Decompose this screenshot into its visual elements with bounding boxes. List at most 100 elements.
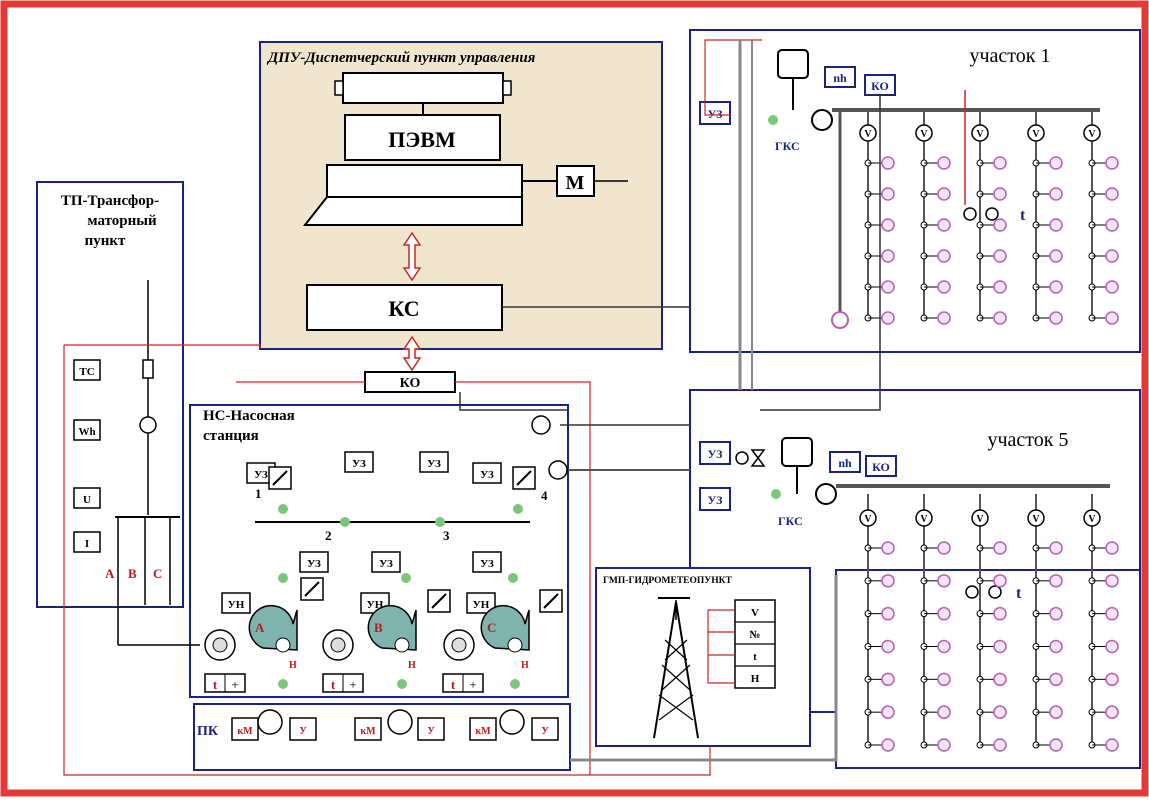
uz-box [472, 551, 502, 573]
pk-flow-meter [469, 717, 497, 741]
lateral-valve-icon [971, 509, 989, 527]
svg-text:A: A [105, 566, 115, 581]
sprinkler-icon [881, 672, 895, 687]
sprinkler-icon [937, 541, 951, 555]
sprinkler-icon [881, 280, 895, 294]
svg-text:ПК: ПК [197, 724, 219, 739]
svg-text:ГКС: ГКС [778, 514, 803, 528]
svg-text:B: B [128, 566, 137, 581]
section1-tank-icon [777, 49, 809, 79]
sprinkler-icon [881, 311, 895, 325]
pump-phase-label: C [487, 620, 496, 635]
svg-text:ГКС: ГКС [775, 139, 800, 153]
sprinkler-icon [937, 249, 951, 263]
sprinkler-icon [1049, 606, 1063, 621]
sprinkler-icon [1105, 639, 1119, 654]
fuse-icon [142, 359, 154, 379]
sprinkler-icon [993, 705, 1007, 719]
section5-gate-valve-icon [750, 449, 766, 467]
pump-h-label: Н [289, 660, 297, 671]
svg-text:I: I [85, 538, 89, 550]
section1-nh-box [824, 66, 856, 88]
svg-text:2: 2 [325, 528, 332, 543]
lateral-valve-icon [971, 124, 989, 142]
pk-meter-label: У [427, 726, 435, 737]
section5-nh-box [829, 451, 861, 473]
sprinkler-icon [1105, 606, 1119, 621]
uz-label: УЗ [307, 558, 321, 570]
uz-box [371, 551, 401, 573]
sprinkler-icon [937, 574, 951, 588]
sprinkler-icon [993, 280, 1007, 294]
svg-text:nh: nh [833, 71, 847, 85]
valve-icon [508, 573, 518, 583]
section5-valve-icon [771, 489, 781, 499]
svg-text:УЗ: УЗ [708, 447, 723, 461]
svg-text:nh: nh [838, 456, 852, 470]
uz-label: УЗ [427, 458, 441, 470]
pump-phase-label: B [374, 620, 383, 635]
sprinkler-icon [993, 249, 1007, 263]
sprinkler-icon [881, 187, 895, 201]
sprinkler-icon [881, 738, 895, 752]
ko-bus-arrow [402, 335, 422, 372]
svg-text:пункт: пункт [85, 233, 126, 249]
svg-text:3: 3 [443, 528, 450, 543]
sprinkler-icon [1105, 187, 1119, 201]
valve-icon [278, 504, 288, 514]
lateral-valve-icon [1083, 124, 1101, 142]
svg-text:C: C [153, 566, 162, 581]
pk-level-meter [289, 717, 317, 741]
uz-label: УЗ [480, 558, 494, 570]
valve-icon [401, 573, 411, 583]
sprinkler-icon [1049, 672, 1063, 687]
sprinkler-icon [1049, 639, 1063, 654]
sprinkler-icon [1049, 541, 1063, 555]
svg-text:КО: КО [872, 460, 890, 474]
tp-box [36, 181, 184, 608]
ks-label: КС [388, 296, 419, 321]
uz-label: УЗ [480, 469, 494, 481]
sprinkler-icon [993, 218, 1007, 232]
sprinkler-icon [881, 249, 895, 263]
sprinkler-icon [993, 187, 1007, 201]
valve-icon [340, 517, 350, 527]
meter-wh [73, 419, 101, 441]
modem-box [556, 165, 595, 197]
lateral-valve-icon [915, 509, 933, 527]
section5-filter-icon [815, 483, 837, 505]
sprinkler-icon [1105, 218, 1119, 232]
valve-icon [397, 679, 407, 689]
sprinkler-icon [993, 311, 1007, 325]
sprinkler-icon [1049, 574, 1063, 588]
ks-box [306, 284, 503, 331]
sprinkler-icon [1105, 672, 1119, 687]
svg-text:ТП-Трансфор-: ТП-Трансфор- [61, 193, 159, 209]
un-label: УН [228, 599, 245, 611]
dpu-title: ДПУ-Диспетчерский пункт управления [266, 50, 536, 66]
sprinkler-icon [1105, 156, 1119, 170]
svg-text:НС-Насосная: НС-Насосная [203, 408, 295, 424]
signal-lines [63, 39, 881, 776]
sprinkler-icon [1105, 705, 1119, 719]
lateral-valve-label: V [864, 129, 872, 140]
section1-uz-box [699, 101, 731, 125]
sprinkler-icon [937, 311, 951, 325]
sprinkler-icon [993, 574, 1007, 588]
lateral-valve-icon [859, 124, 877, 142]
sprinkler-icon [937, 738, 951, 752]
sprinkler-icon [937, 639, 951, 654]
sprinkler-icon [881, 574, 895, 588]
valve-icon [510, 679, 520, 689]
section5-pump-icon [735, 451, 749, 465]
meter-i [73, 531, 101, 553]
temp-label: t [331, 677, 336, 692]
meter-tc [73, 359, 101, 381]
section1-box [689, 29, 1141, 353]
